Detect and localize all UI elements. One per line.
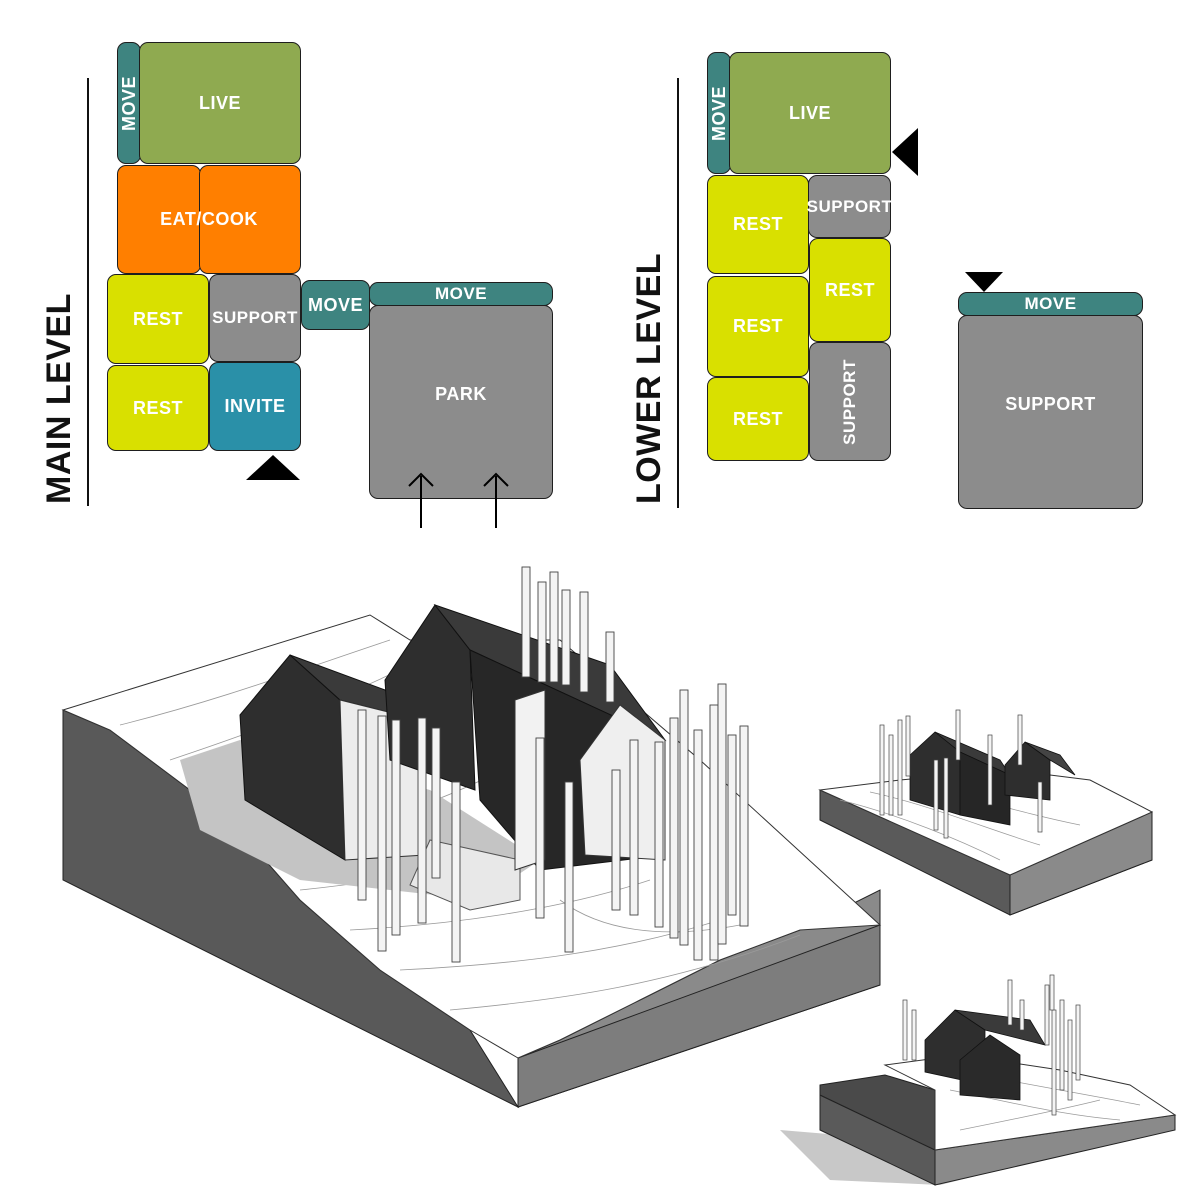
park-entry-arrows (408, 472, 509, 528)
main-eat-cook-right-block (199, 165, 301, 274)
lower-rest-3-block: REST (707, 377, 809, 461)
small-site-model-top (818, 709, 1154, 916)
main-eat-cook-left-block (117, 165, 201, 274)
main-park-block: PARK (369, 305, 553, 499)
lower-live-entry-triangle-icon (892, 128, 918, 176)
main-level-rule (87, 78, 89, 506)
lower-level-rule (677, 78, 679, 508)
large-site-model (61, 566, 882, 1109)
small-site-model-bottom (780, 974, 1177, 1186)
lower-support-vertical-block: SUPPORT (809, 342, 891, 461)
main-entry-triangle-icon (246, 455, 300, 480)
lower-move-entry-triangle-icon (965, 272, 1003, 292)
